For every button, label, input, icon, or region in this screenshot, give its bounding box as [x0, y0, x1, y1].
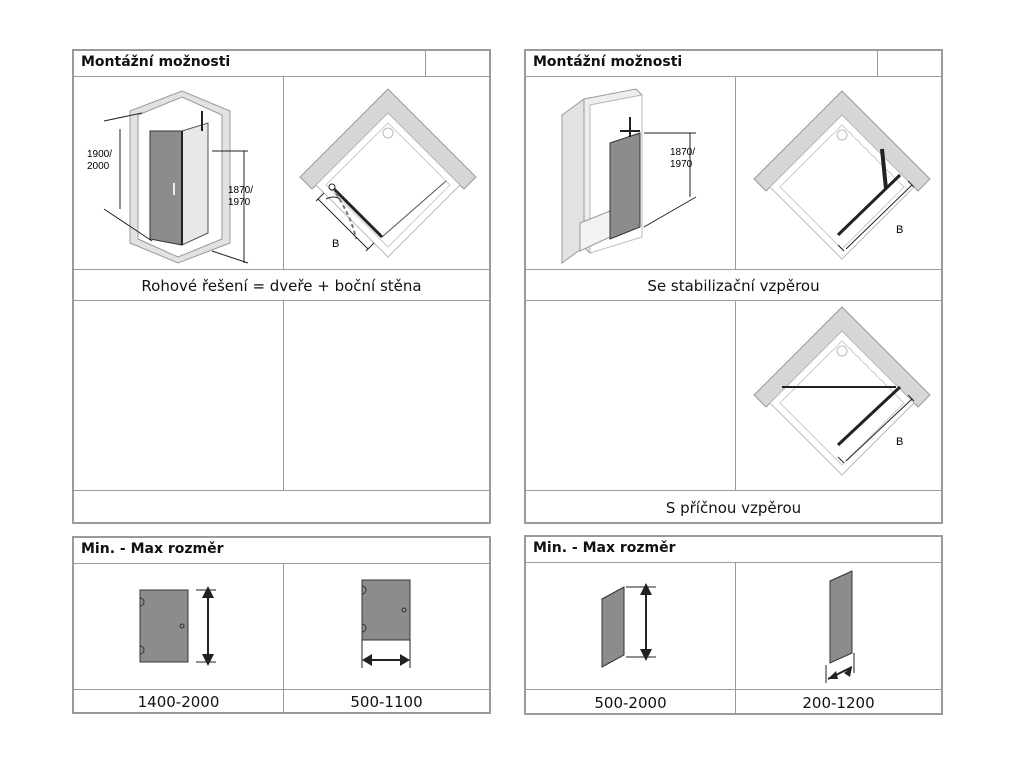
row-divider: [526, 300, 941, 301]
corner-enclosure-3d-figure: 1900/ 2000 1870/ 1970: [87, 90, 253, 264]
corner-enclosure-top-view: B: [299, 88, 477, 258]
dimension-b-label: B: [332, 238, 339, 250]
row-divider: [74, 689, 489, 690]
panel-header: Min. - Max rozměr: [74, 538, 489, 564]
caption-cross-bar: S příčnou vzpěrou: [665, 499, 802, 517]
top-view-stabilization: B: [753, 90, 931, 260]
panel-title: Montážní možnosti: [81, 54, 231, 70]
dimensions-panel-right: Min. - Max rozměr 500-2000 200-1200: [524, 535, 943, 715]
row-divider: [74, 300, 489, 301]
dimension-b-label: B: [896, 436, 903, 448]
dimensions-panel-left: Min. - Max rozměr 1400-2000 500-1100: [72, 536, 491, 714]
dimension-range-panel-height: 500-2000: [594, 694, 667, 712]
panel-title: Min. - Max rozměr: [533, 540, 676, 556]
door-width-icon: [361, 579, 411, 668]
row-divider: [74, 490, 489, 491]
cell-divider: [283, 564, 284, 712]
caption-stabilization-bar: Se stabilizační vzpěrou: [647, 277, 820, 295]
side-glass: [181, 122, 209, 246]
height-label-1870: 1870/: [228, 185, 253, 196]
panel-title: Montážní možnosti: [533, 54, 683, 70]
cell-divider: [735, 300, 736, 490]
panel-width-icon: [825, 570, 855, 683]
top-view-cross-bar: B: [753, 306, 931, 476]
cell-divider: [283, 77, 284, 269]
panel-height-icon: [601, 583, 656, 668]
dimension-range-door-width: 500-1100: [350, 693, 423, 711]
row-divider: [526, 269, 941, 270]
row-divider: [74, 269, 489, 270]
mount-options-panel-right: Montážní možnosti Se stabilizační vzpěro…: [524, 49, 943, 524]
cell-divider: [735, 563, 736, 713]
cell-divider: [735, 77, 736, 269]
panel-title: Min. - Max rozměr: [81, 541, 224, 557]
row-divider: [526, 689, 941, 690]
panel-glass: [609, 132, 641, 240]
mount-options-panel-left: Montážní možnosti Rohové řešení = dveře …: [72, 49, 491, 524]
door-glass: [149, 130, 183, 246]
header-tab: [877, 51, 941, 76]
panel-header: Montážní možnosti: [526, 51, 941, 77]
height-label-2000: 2000: [87, 161, 110, 172]
walk-in-panel-3d-figure: 1870/ 1970: [561, 88, 697, 264]
height-label-1900: 1900/: [87, 149, 112, 160]
row-divider: [526, 490, 941, 491]
height-label-1970: 1970: [670, 159, 693, 170]
header-tab: [425, 51, 489, 76]
cell-divider: [283, 300, 284, 490]
dimension-range-door-height: 1400-2000: [137, 693, 220, 711]
door-height-icon: [139, 586, 216, 666]
dimension-range-panel-width: 200-1200: [802, 694, 875, 712]
panel-header: Montážní možnosti: [74, 51, 489, 77]
dimension-b-label: B: [896, 224, 903, 236]
caption-corner-solution: Rohové řešení = dveře + boční stěna: [141, 277, 422, 295]
height-label-1970: 1970: [228, 197, 251, 208]
panel-header: Min. - Max rozměr: [526, 537, 941, 563]
height-label-1870: 1870/: [670, 147, 695, 158]
